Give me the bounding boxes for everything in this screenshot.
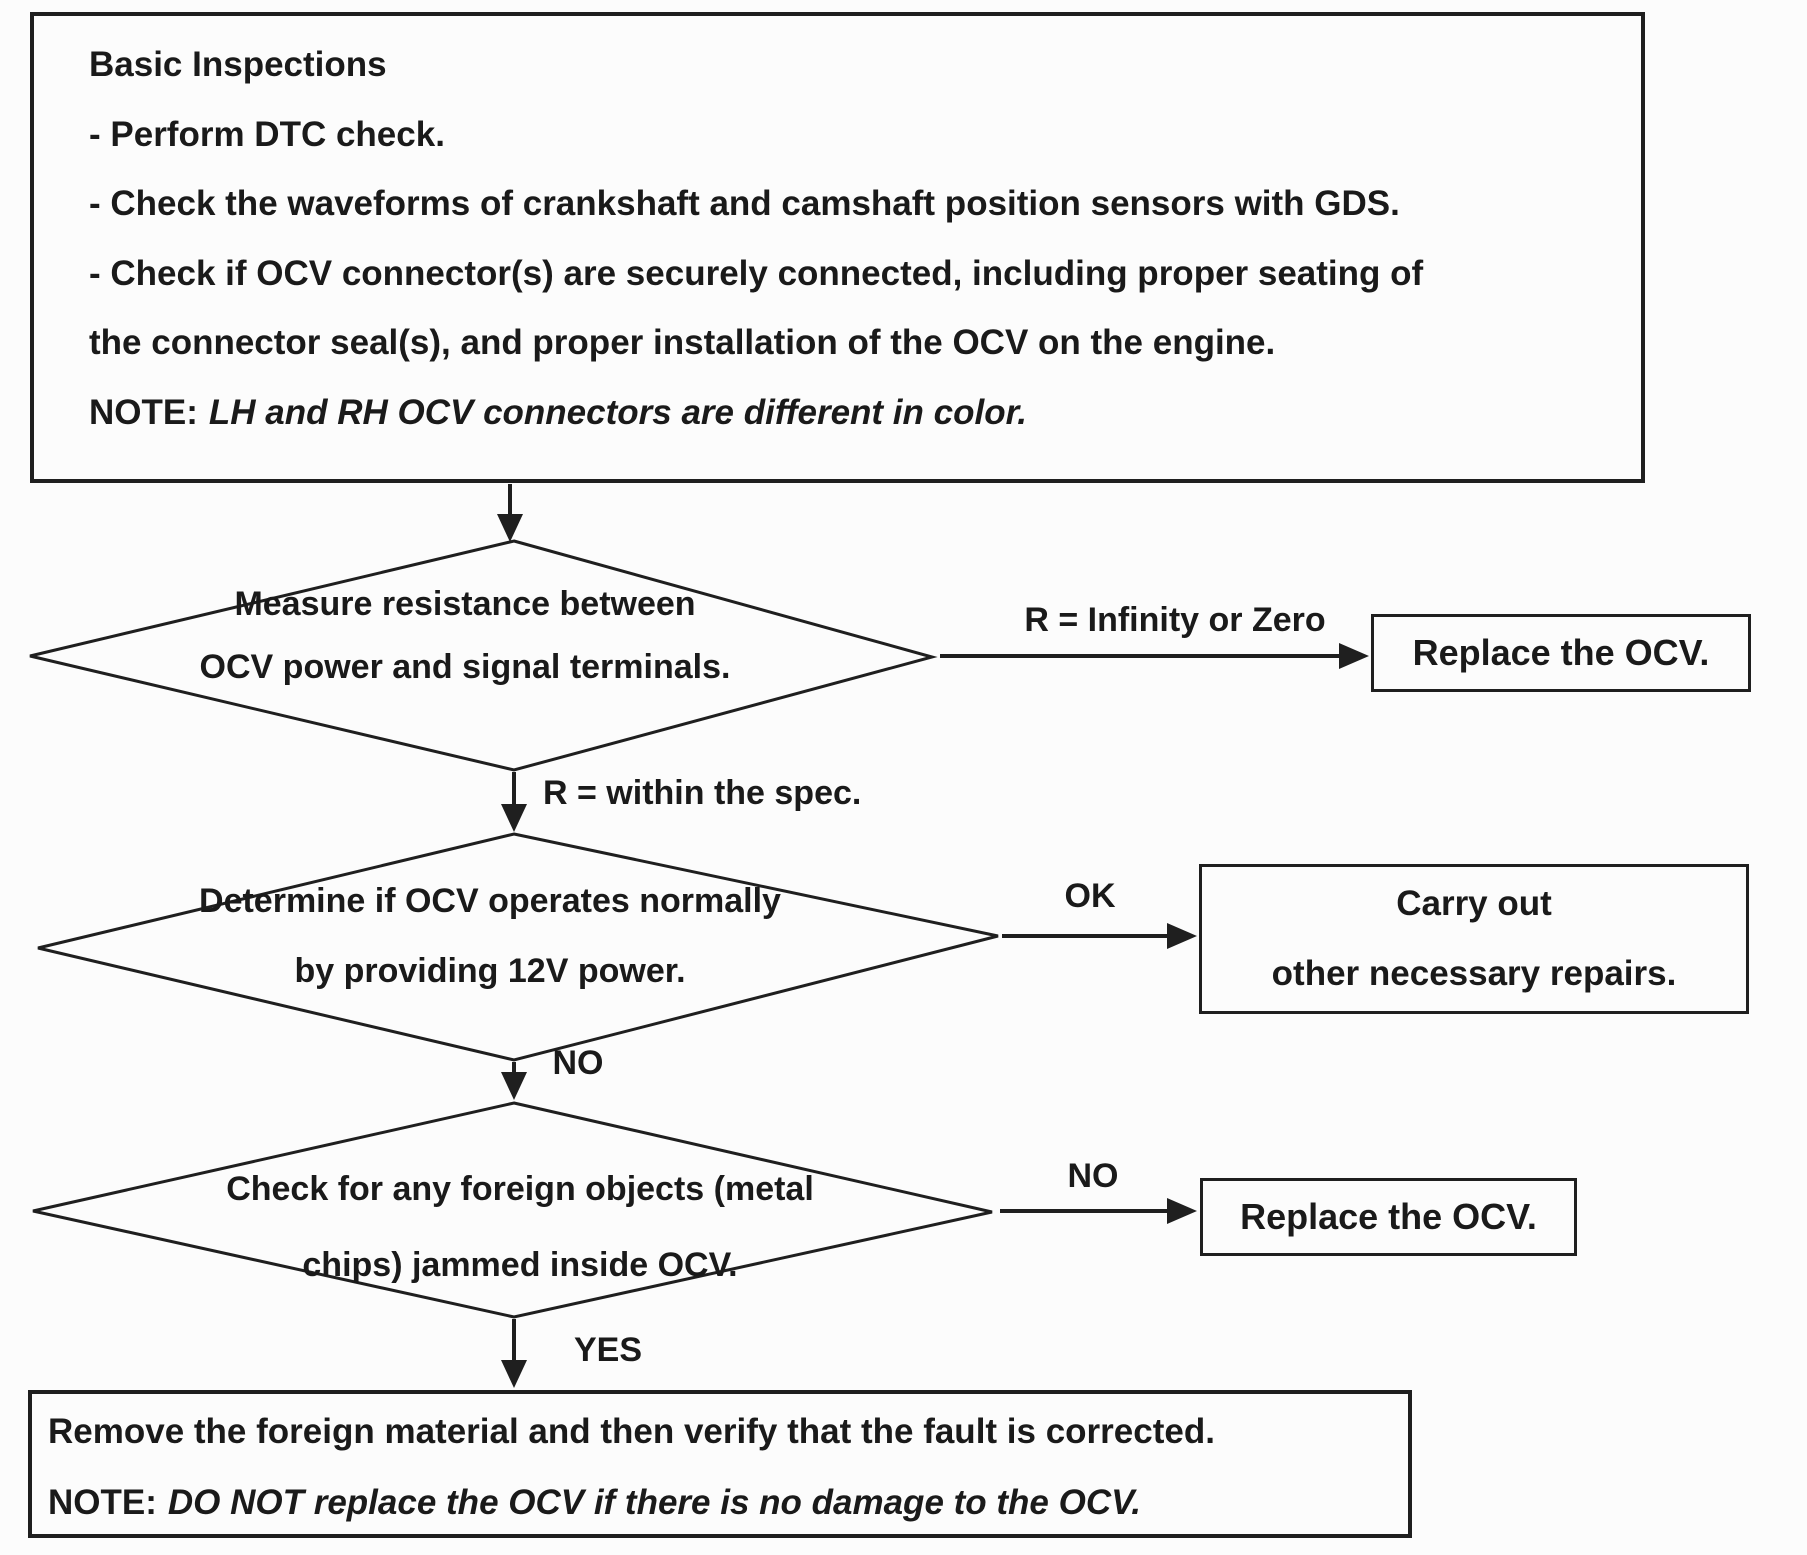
decision3-line-2: chips) jammed inside OCV. — [302, 1246, 738, 1284]
start-box-note: NOTE:LH and RH OCV connectors are differ… — [89, 378, 1423, 448]
label-ok: OK — [1064, 877, 1116, 915]
start-box-text: Basic Inspections - Perform DTC check. -… — [89, 30, 1423, 447]
start-box-line-4: - Check if OCV connector(s) are securely… — [89, 253, 1424, 293]
replace-ocv-box-2: Replace the OCV. — [1200, 1178, 1577, 1256]
arrowhead-right-2 — [1167, 923, 1197, 949]
note-label: NOTE: — [89, 392, 198, 432]
decision2-line-2: by providing 12V power. — [294, 952, 686, 990]
replace-ocv-box-2-label: Replace the OCV. — [1240, 1196, 1537, 1237]
arrowhead-down-3 — [501, 1072, 527, 1100]
decision3-line-1: Check for any foreign objects (metal — [226, 1170, 814, 1208]
label-r-within-spec: R = within the spec. — [543, 774, 862, 812]
end-note-text: DO NOT replace the OCV if there is no da… — [167, 1483, 1141, 1522]
carry-out-line-1: Carry out — [1396, 884, 1552, 923]
label-no-decision2: NO — [552, 1044, 604, 1082]
end-box: Remove the foreign material and then ver… — [28, 1390, 1412, 1538]
arrowhead-down-2 — [501, 804, 527, 832]
start-box-line-1: Basic Inspections — [89, 45, 387, 84]
carry-out-line-2: other necessary repairs. — [1271, 954, 1677, 993]
end-note-label: NOTE: — [48, 1483, 157, 1522]
end-box-note: NOTE: DO NOT replace the OCV if there is … — [48, 1467, 1215, 1538]
arrowhead-right-3 — [1167, 1198, 1197, 1224]
start-box-line-5: the connector seal(s), and proper instal… — [89, 323, 1276, 362]
start-box: Basic Inspections - Perform DTC check. -… — [30, 12, 1645, 483]
label-yes: YES — [573, 1331, 643, 1369]
replace-ocv-box-1-label: Replace the OCV. — [1412, 632, 1710, 673]
decision2-line-1: Determine if OCV operates normally — [199, 882, 781, 920]
decision3-diamond — [32, 1101, 993, 1319]
arrowhead-down-4 — [501, 1360, 527, 1388]
decision1-line-2: OCV power and signal terminals. — [199, 648, 731, 686]
carry-out-repairs-box: Carry out other necessary repairs. — [1199, 864, 1749, 1014]
start-box-line-2: - Perform DTC check. — [89, 114, 445, 154]
arrowhead-right-1 — [1339, 643, 1369, 669]
note-text: LH and RH OCV connectors are different i… — [208, 392, 1027, 432]
decision1-diamond — [29, 539, 938, 772]
decision1-line-1: Measure resistance between — [234, 585, 696, 623]
decision2-diamond — [37, 832, 999, 1062]
replace-ocv-box-1: Replace the OCV. — [1371, 614, 1751, 692]
end-box-line-1: Remove the foreign material and then ver… — [48, 1412, 1215, 1451]
arrowhead-down-1 — [497, 514, 523, 542]
label-r-infinity-or-zero: R = Infinity or Zero — [1024, 601, 1326, 639]
start-box-line-3: - Check the waveforms of crankshaft and … — [89, 184, 1400, 223]
end-box-text: Remove the foreign material and then ver… — [48, 1396, 1215, 1538]
label-no-decision3: NO — [1067, 1157, 1119, 1195]
